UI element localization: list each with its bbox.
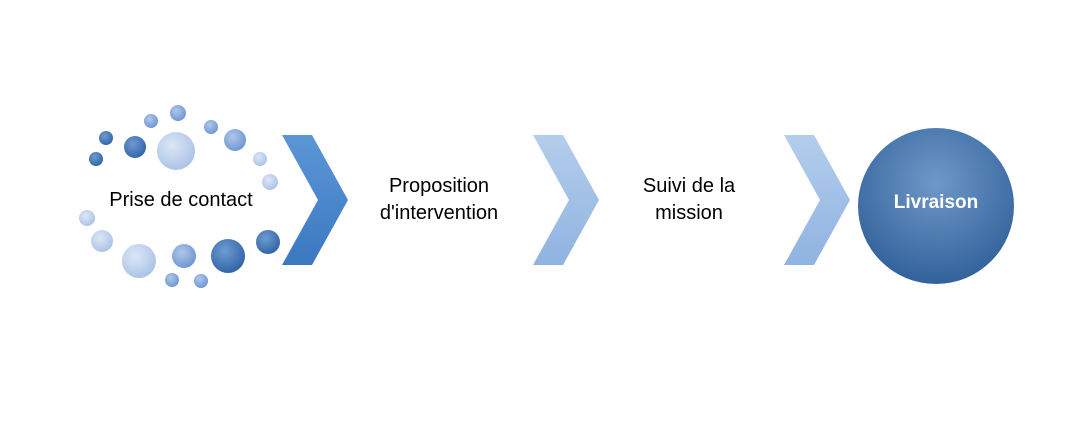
ring-dot <box>122 244 156 278</box>
ring-dot <box>165 273 179 287</box>
step-label-livraison: Livraison <box>893 192 979 213</box>
ring-dot <box>204 120 218 134</box>
ring-dot <box>262 174 278 190</box>
chevron-arrow-1 <box>282 135 348 265</box>
ring-dot <box>89 152 103 166</box>
ring-dot <box>91 230 113 252</box>
step-label-contact: Prise de contact <box>109 189 253 211</box>
ring-dot <box>256 230 280 254</box>
ring-dot <box>224 129 246 151</box>
contact-dot-ring <box>79 105 280 288</box>
step-label-suivi: Suivi de la mission <box>642 175 736 224</box>
ring-dot <box>253 152 267 166</box>
ring-dot <box>172 244 196 268</box>
ring-dot <box>79 210 95 226</box>
chevron-arrow-3 <box>784 135 850 265</box>
chevron-arrow-2 <box>533 135 599 265</box>
ring-dot <box>211 239 245 273</box>
ring-dot <box>144 114 158 128</box>
ring-dot <box>99 131 113 145</box>
ring-dot <box>170 105 186 121</box>
livraison-circle <box>858 128 1014 284</box>
ring-dot <box>194 274 208 288</box>
ring-dot <box>124 136 146 158</box>
step-label-proposition: Proposition d'intervention <box>379 175 499 224</box>
ring-dot <box>157 132 195 170</box>
